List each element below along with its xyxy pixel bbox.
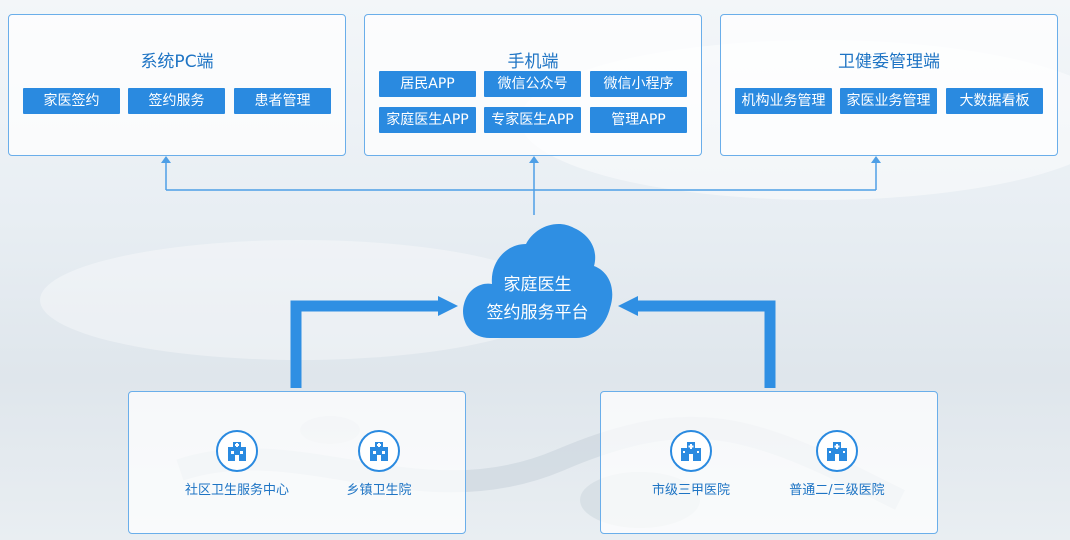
chip-item[interactable]: 大数据看板 xyxy=(946,88,1043,114)
chip-item[interactable]: 患者管理 xyxy=(234,88,331,114)
clinic-icon xyxy=(358,430,400,472)
chip-item[interactable]: 专家医生APP xyxy=(484,107,581,133)
org-label: 普通二/三级医院 xyxy=(789,483,885,498)
org-item[interactable]: 普通二/三级医院 xyxy=(767,430,907,498)
panel-title: 系统PC端 xyxy=(140,52,214,72)
panel-primary-care: 社区卫生服务中心 乡镇卫生院 xyxy=(128,391,466,534)
org-item[interactable]: 社区卫生服务中心 xyxy=(167,430,307,498)
panel-title: 手机端 xyxy=(507,52,559,72)
org-label: 市级三甲医院 xyxy=(651,483,730,498)
chip-item[interactable]: 家医业务管理 xyxy=(840,88,937,114)
panel-mobile: 手机端 居民APP 微信公众号 微信小程序 家庭医生APP 专家医生APP 管理… xyxy=(364,14,702,156)
hospital-building-icon xyxy=(816,430,858,472)
chip-item[interactable]: 签约服务 xyxy=(128,88,225,114)
chip-item[interactable]: 居民APP xyxy=(379,71,476,97)
chip-item[interactable]: 管理APP xyxy=(590,107,687,133)
org-item[interactable]: 市级三甲医院 xyxy=(621,430,761,498)
org-label: 社区卫生服务中心 xyxy=(184,483,289,498)
platform-title-line2: 签约服务平台 xyxy=(486,303,589,323)
chip-item[interactable]: 家庭医生APP xyxy=(379,107,476,133)
cloud-icon xyxy=(463,223,613,338)
chip-item[interactable]: 机构业务管理 xyxy=(735,88,832,114)
platform-title-line1: 家庭医生 xyxy=(503,275,572,295)
panel-admin: 卫健委管理端 机构业务管理 家医业务管理 大数据看板 xyxy=(720,14,1058,156)
chip-item[interactable]: 微信公众号 xyxy=(484,71,581,97)
hospital-building-icon xyxy=(670,430,712,472)
clinic-icon xyxy=(216,430,258,472)
panel-hospitals: 市级三甲医院 普通二/三级医院 xyxy=(600,391,938,534)
org-label: 乡镇卫生院 xyxy=(346,483,412,498)
panel-pc: 系统PC端 家医签约 签约服务 患者管理 xyxy=(8,14,346,156)
org-item[interactable]: 乡镇卫生院 xyxy=(309,430,449,498)
panel-title: 卫健委管理端 xyxy=(838,52,940,72)
chip-item[interactable]: 微信小程序 xyxy=(590,71,687,97)
chip-item[interactable]: 家医签约 xyxy=(23,88,120,114)
